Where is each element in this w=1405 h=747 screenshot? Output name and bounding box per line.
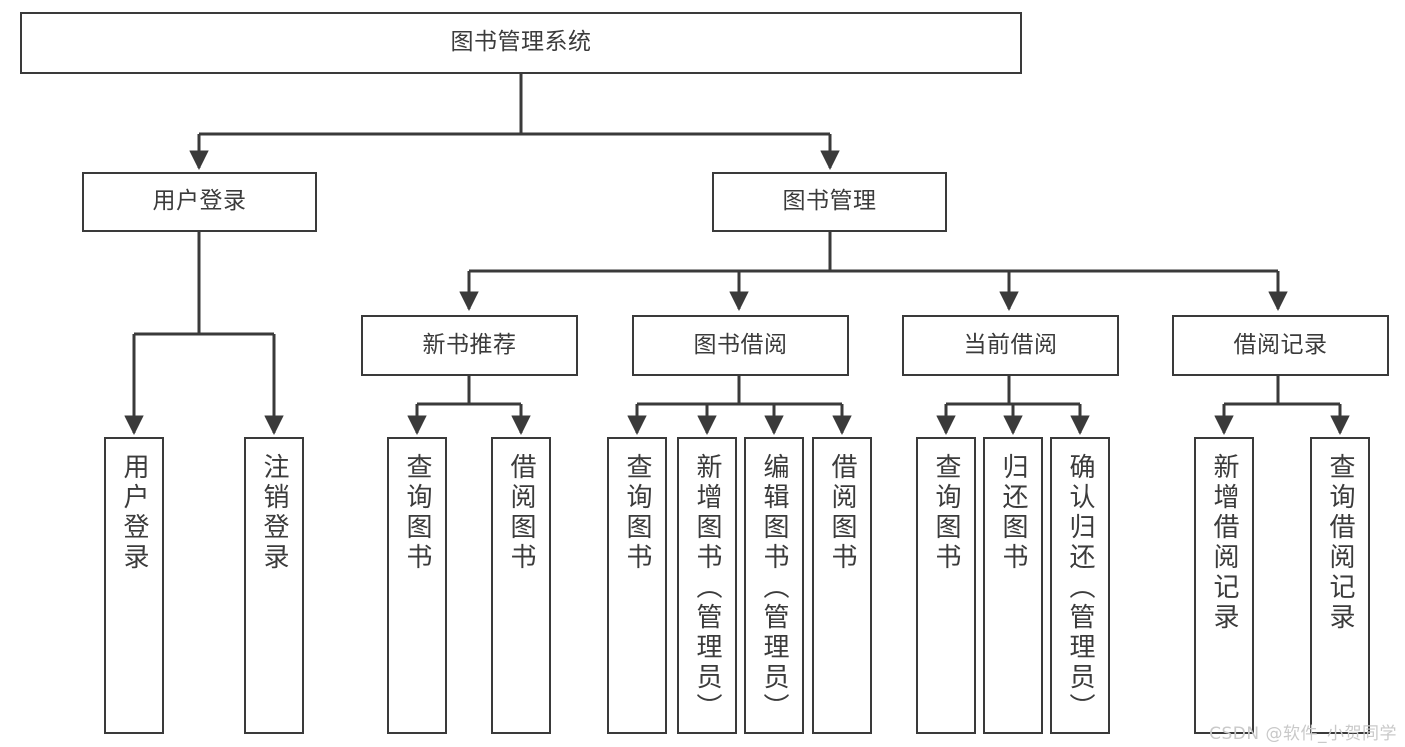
node-borrow-record-label: 借阅记录	[1233, 331, 1328, 358]
node-leaf-query-book-1[interactable]: 查询图书	[387, 437, 447, 734]
node-leaf-borrow-book-2-label: 借阅图书	[827, 453, 857, 573]
node-leaf-query-book-2-label: 查询图书	[622, 453, 652, 573]
node-leaf-logout-label: 注销登录	[259, 453, 289, 573]
node-leaf-user-login[interactable]: 用户登录	[104, 437, 164, 734]
node-borrow-record[interactable]: 借阅记录	[1172, 315, 1389, 376]
node-new-book-rec[interactable]: 新书推荐	[361, 315, 578, 376]
node-leaf-confirm-return[interactable]: 确认归还（管理员）	[1050, 437, 1110, 734]
node-leaf-query-book-2[interactable]: 查询图书	[607, 437, 667, 734]
node-leaf-edit-book-label: 编辑图书（管理员）	[759, 453, 789, 723]
node-leaf-query-record[interactable]: 查询借阅记录	[1310, 437, 1370, 734]
node-leaf-query-book-1-label: 查询图书	[402, 453, 432, 573]
node-leaf-borrow-book-1[interactable]: 借阅图书	[491, 437, 551, 734]
node-book-manage-label: 图书管理	[782, 188, 877, 215]
node-leaf-add-record[interactable]: 新增借阅记录	[1194, 437, 1254, 734]
node-leaf-add-book[interactable]: 新增图书（管理员）	[677, 437, 737, 734]
node-leaf-query-book-3-label: 查询图书	[931, 453, 961, 573]
watermark: CSDN @软件_小贺同学	[1209, 724, 1397, 744]
node-leaf-return-book[interactable]: 归还图书	[983, 437, 1043, 734]
node-user-login[interactable]: 用户登录	[82, 172, 317, 232]
node-leaf-edit-book[interactable]: 编辑图书（管理员）	[744, 437, 804, 734]
node-root[interactable]: 图书管理系统	[20, 12, 1022, 74]
node-leaf-query-book-3[interactable]: 查询图书	[916, 437, 976, 734]
node-current-borrow-label: 当前借阅	[963, 331, 1058, 358]
node-leaf-query-record-label: 查询借阅记录	[1325, 453, 1355, 633]
node-root-label: 图书管理系统	[450, 29, 592, 56]
node-book-manage[interactable]: 图书管理	[712, 172, 947, 232]
node-leaf-borrow-book-2[interactable]: 借阅图书	[812, 437, 872, 734]
node-leaf-confirm-return-label: 确认归还（管理员）	[1065, 453, 1095, 723]
node-leaf-add-record-label: 新增借阅记录	[1209, 453, 1239, 633]
node-book-borrow-label: 图书借阅	[693, 331, 788, 358]
node-leaf-user-login-label: 用户登录	[119, 453, 149, 573]
node-leaf-return-book-label: 归还图书	[998, 453, 1028, 573]
node-book-borrow[interactable]: 图书借阅	[632, 315, 849, 376]
node-leaf-add-book-label: 新增图书（管理员）	[692, 453, 722, 723]
node-current-borrow[interactable]: 当前借阅	[902, 315, 1119, 376]
node-user-login-label: 用户登录	[152, 188, 247, 215]
node-leaf-borrow-book-1-label: 借阅图书	[506, 453, 536, 573]
node-new-book-rec-label: 新书推荐	[422, 331, 517, 358]
node-leaf-logout[interactable]: 注销登录	[244, 437, 304, 734]
